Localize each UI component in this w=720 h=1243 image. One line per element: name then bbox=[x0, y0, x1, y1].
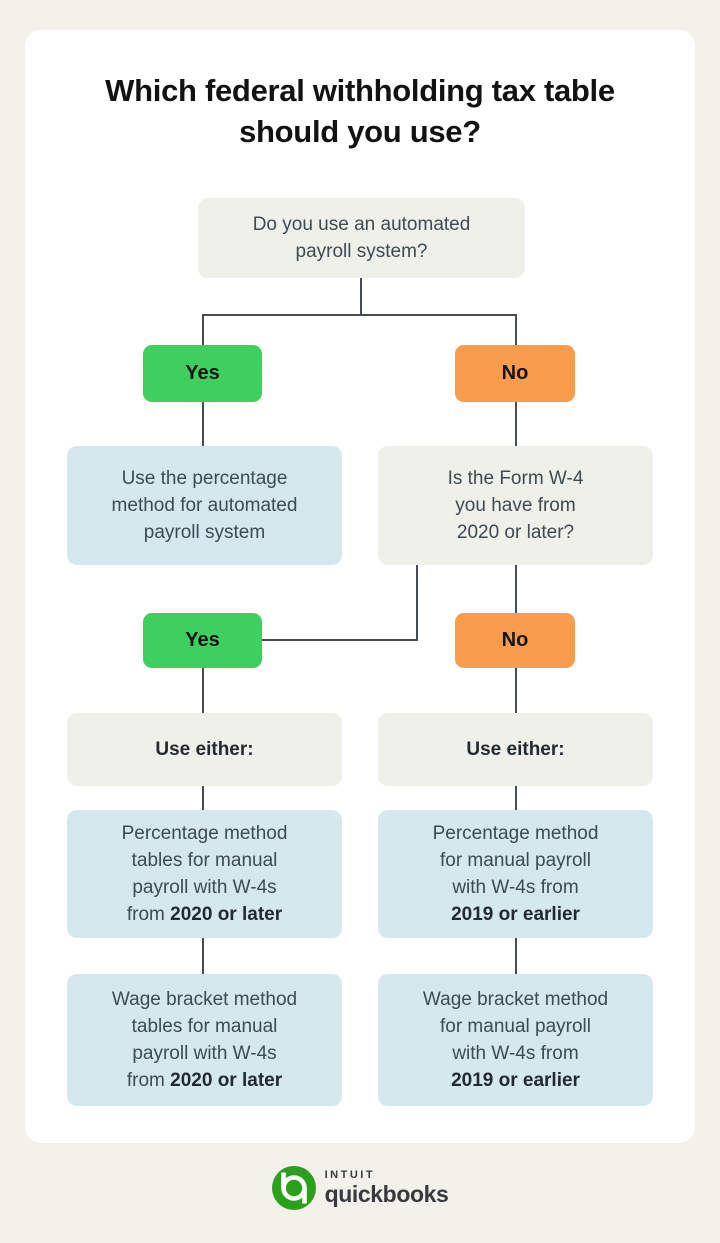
yes-node-2: Yes bbox=[143, 613, 262, 668]
quickbooks-wordmark: quickbooks bbox=[324, 1181, 449, 1207]
result-wage-bracket-2019: Wage bracket method for manual payroll w… bbox=[378, 974, 653, 1106]
infographic-card: Which federal withholding tax table shou… bbox=[25, 30, 695, 1143]
brand-wordmark: INTUIT quickbooks bbox=[325, 1169, 449, 1207]
intuit-wordmark: INTUIT bbox=[324, 1169, 376, 1181]
connector-line bbox=[515, 786, 517, 810]
question-automated-payroll: Do you use an automated payroll system? bbox=[198, 198, 525, 278]
use-either-right: Use either: bbox=[378, 713, 653, 786]
result-wage-bracket-2020: Wage bracket method tables for manual pa… bbox=[67, 974, 342, 1106]
connector-line bbox=[202, 402, 204, 446]
connector-line bbox=[360, 278, 362, 316]
connector-line bbox=[202, 786, 204, 810]
yes-node-1: Yes bbox=[143, 345, 262, 402]
connector-line bbox=[416, 565, 418, 641]
connector-line bbox=[515, 938, 517, 974]
result-percentage-automated: Use the percentage method for automated … bbox=[67, 446, 342, 565]
use-either-left: Use either: bbox=[67, 713, 342, 786]
question-w4-year: Is the Form W-4 you have from 2020 or la… bbox=[378, 446, 653, 565]
no-node-1: No bbox=[455, 345, 575, 402]
connector-line bbox=[202, 667, 204, 713]
quickbooks-logo-icon bbox=[271, 1166, 316, 1210]
no-node-2: No bbox=[455, 613, 575, 668]
result-percentage-manual-2019: Percentage method for manual payroll wit… bbox=[378, 810, 653, 938]
connector-line bbox=[515, 565, 517, 613]
connector-line bbox=[202, 314, 517, 316]
connector-line bbox=[202, 938, 204, 974]
connector-line bbox=[515, 667, 517, 713]
connector-line bbox=[515, 314, 517, 345]
connector-line bbox=[202, 314, 204, 345]
page-title: Which federal withholding tax table shou… bbox=[105, 73, 615, 149]
brand-footer: INTUIT quickbooks bbox=[0, 1166, 720, 1210]
result-percentage-manual-2020: Percentage method tables for manual payr… bbox=[67, 810, 342, 938]
connector-line bbox=[262, 639, 418, 641]
connector-line bbox=[515, 402, 517, 446]
